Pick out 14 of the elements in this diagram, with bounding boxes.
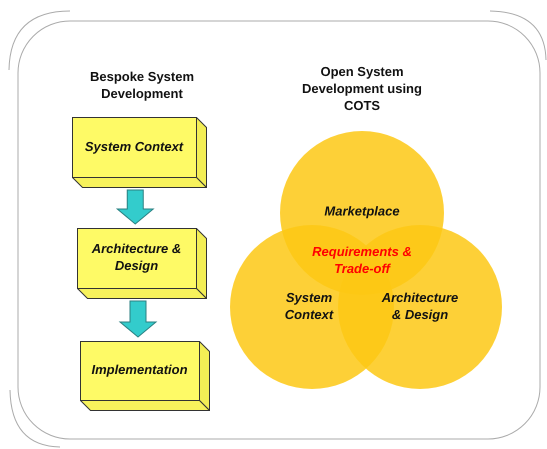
column-heading: Bespoke System Development <box>88 69 196 103</box>
process-box <box>77 228 207 299</box>
circle-label: Architecture & Design <box>380 290 460 324</box>
process-box <box>72 117 207 188</box>
block-arrow <box>116 190 155 225</box>
circle-label: System Context <box>284 290 335 324</box>
circle-label: Marketplace <box>323 204 401 220</box>
box-label: Architecture & Design <box>90 241 182 275</box>
process-box <box>80 341 210 411</box>
overlap-label: Requirements & Trade-off <box>311 244 413 278</box>
box-label: Implementation <box>91 362 188 379</box>
box-label: System Context <box>84 138 184 156</box>
block-arrow <box>118 300 158 338</box>
column-heading: Open System Development using COTS <box>301 64 423 115</box>
